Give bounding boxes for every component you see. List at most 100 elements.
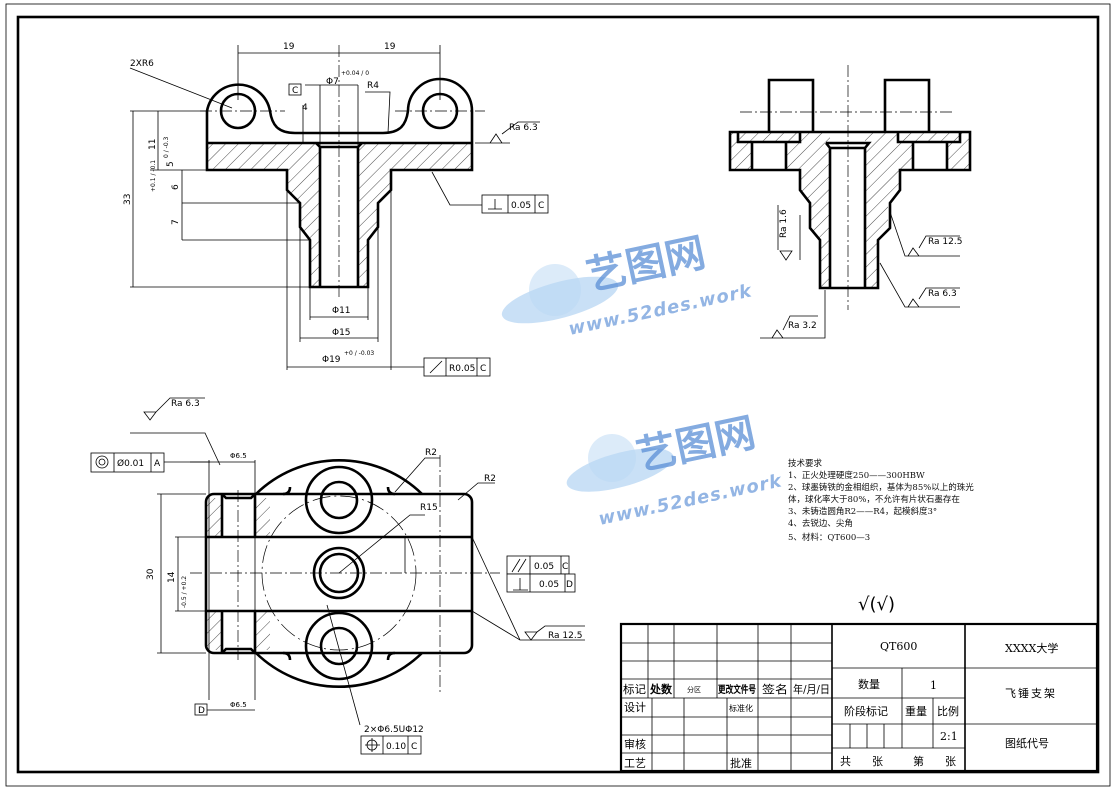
drawing-line (824, 141, 872, 288)
drawing-label: 5、材料：QT600—3 (788, 532, 870, 543)
drawing-label: R15 (420, 503, 438, 513)
drawing-line (488, 195, 536, 213)
drawing-label: Ra 12.5 (928, 237, 962, 247)
drawing-label: 图纸代号 (1005, 737, 1049, 750)
drawing-label: 7 (171, 219, 181, 225)
drawing-line (529, 264, 581, 316)
drawing-label: R2 (425, 448, 437, 458)
drawing-label: 审核 (624, 737, 646, 751)
drawing-line (728, 78, 972, 290)
drawing-label: Φ11 (332, 306, 351, 316)
drawing-label: 5 (166, 161, 176, 167)
drawing-line (206, 498, 270, 650)
drawing-label: 11 (148, 139, 158, 150)
position-frame: 0.10 C (360, 735, 422, 755)
drawing-label: 艺图网 (633, 410, 760, 480)
watermark: 艺图网 www.52des.work 艺图网 www.52des.work (501, 230, 784, 530)
drawing-label: 处数 (649, 682, 673, 696)
drawing-label: 30 (146, 568, 156, 580)
drawing-label: Ø0.01 (117, 458, 144, 469)
drawing-line (95, 455, 109, 469)
drawing-label: 4 (302, 103, 308, 113)
drawing-line (831, 624, 966, 771)
drawing-label: C (411, 742, 417, 752)
drawing-label: D (198, 706, 205, 716)
drawing-line (358, 143, 472, 287)
drawing-label: Φ7 (326, 77, 339, 87)
top-view: Φ6.5 Φ6.5 R2 R2 R15 30 14 -0.5 / +0.2 Ra… (90, 397, 585, 755)
drawing-label: 批准 (730, 756, 752, 770)
inner-frame (16, 15, 1100, 774)
drawing-label: R2 (484, 474, 496, 484)
drawing-label: R0.05 (449, 364, 475, 374)
drawing-line (865, 132, 970, 288)
drawing-label: A (154, 459, 161, 469)
drawing-label: 19 (384, 42, 396, 52)
drawing-line (760, 205, 960, 339)
drawing-line (200, 45, 485, 300)
drawing-label: 3、未铸造圆角R2——R4，起模斜度3° (788, 506, 937, 517)
drawing-line (190, 455, 500, 695)
drawing-label: Φ6.5 (230, 701, 247, 709)
drawing-label: Φ6.5 (230, 452, 247, 460)
drawing-line (288, 83, 302, 96)
drawing-line (129, 45, 482, 370)
drawing-line (752, 142, 786, 170)
front-section-view: 19 19 2XR6 C Φ7 +0.04 / 0 R4 4 11 +0.1 /… (123, 42, 549, 377)
drawing-line (194, 703, 208, 716)
drawing-label: +0 / -0.03 (344, 350, 374, 357)
drawing-line (365, 736, 409, 754)
general-roughness-symbol: √(√) (858, 594, 895, 615)
drawing-line (730, 132, 830, 288)
drawing-label: Φ15 (332, 328, 351, 338)
drawing-label: 1 (930, 679, 937, 692)
concentricity-frame: Ø0.01 A (90, 452, 210, 473)
drawing-label: C (292, 86, 298, 96)
drawing-label: XXXX大学 (1005, 641, 1058, 655)
drawing-label: 0.05 (539, 580, 559, 590)
drawing-line (282, 486, 396, 661)
drawing-label: 比例 (937, 704, 959, 718)
drawing-label: 张 (945, 755, 956, 768)
drawing-label: 签名 (762, 682, 788, 696)
drawing-label: D (566, 580, 573, 590)
drawing-label: 数量 (858, 678, 880, 691)
drawing-line (429, 358, 478, 376)
drawing-line (319, 626, 359, 666)
drawing-label: Ra 6.3 (509, 123, 538, 133)
drawing-label: Ra 6.3 (171, 399, 200, 409)
drawing-label: 标记 (623, 682, 646, 696)
drawing-label: 技术要求 (788, 458, 823, 469)
drawing-label: 2、球墨铸铁的金相组织，基体为85%以上的珠光 (788, 482, 974, 493)
drawing-line (255, 459, 423, 688)
drawing-line (524, 625, 585, 641)
drawing-label: 0.05 (511, 201, 531, 211)
title-block: 标记 处数 分区 更改文件号 签名 年/月/日 设计 标准化 审核 工艺 批准 … (619, 622, 1099, 773)
drawing-label: 19 (283, 42, 295, 52)
drawing-line (319, 480, 359, 520)
drawing-label: R4 (367, 81, 379, 91)
drawing-line (588, 434, 636, 482)
drawing-line (913, 142, 947, 170)
drawing-label: C (562, 562, 568, 572)
drawing-label: 14 (167, 571, 177, 583)
drawing-label: 更改文件号 (718, 683, 756, 696)
drawing-label: Ra 6.3 (928, 289, 957, 299)
runout-frame: R0.05 C (423, 357, 491, 377)
outer-border (5, 3, 1111, 787)
drawing-label: 6 (171, 184, 181, 190)
drawing-label: 0.10 (386, 742, 406, 752)
drawing-label: 1、正火处理硬度250——300HBW (788, 470, 925, 481)
dim-11-tolerance: +0.1 / -0.1 (150, 160, 157, 192)
technical-requirements: 技术要求 1、正火处理硬度250——300HBW 2、球墨铸铁的金相组织，基体为… (788, 458, 974, 543)
drawing-label: Φ19 (322, 355, 341, 365)
drawing-label: 年/月/日 (793, 682, 830, 696)
drawing-label: 2XR6 (130, 59, 154, 69)
drawing-line (360, 735, 422, 755)
drawing-label: 阶段标记 (844, 704, 888, 718)
drawing-label: 艺图网 (583, 230, 710, 300)
drawing-label: 飞锤支架 (1005, 686, 1057, 700)
drawing-line (832, 667, 1097, 749)
